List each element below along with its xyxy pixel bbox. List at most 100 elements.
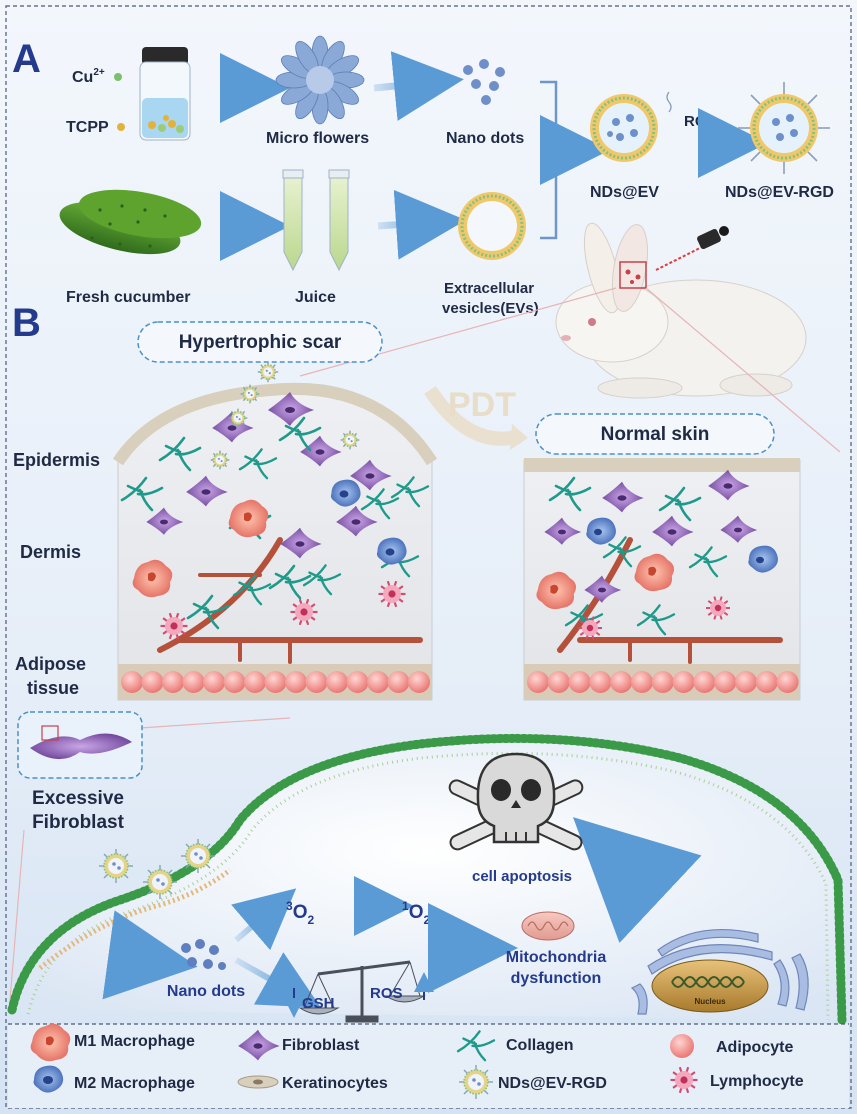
arrow-uptake bbox=[102, 910, 198, 1000]
adipocyte-legend-icon bbox=[670, 1034, 694, 1058]
arrow-juice-to-ev bbox=[377, 189, 466, 260]
nds-ev-label: NDs@EV bbox=[590, 184, 659, 201]
adipocyte-cell bbox=[408, 671, 430, 693]
adipocyte-cell bbox=[244, 671, 266, 693]
zoom-guide-line-2 bbox=[645, 287, 841, 453]
cell-cytoplasm bbox=[12, 738, 842, 1020]
mitochondria-label-line2: dysfunction bbox=[511, 970, 602, 987]
tcpp-dot-icon bbox=[117, 123, 125, 131]
adipocyte-cell bbox=[527, 671, 549, 693]
collagen-fiber bbox=[120, 476, 164, 512]
collagen-fiber bbox=[278, 416, 322, 452]
cu-label: Cu2+ bbox=[72, 67, 105, 86]
m1-nucleus bbox=[46, 1036, 54, 1046]
nano-dots-label: Nano dots bbox=[446, 130, 524, 147]
adipocyte-cell bbox=[589, 671, 612, 693]
ev-label-line2: vesicles(EVs) bbox=[442, 300, 539, 317]
nds-ev-rgd-particle bbox=[228, 408, 248, 428]
pdt-label: PDT bbox=[448, 386, 516, 424]
legend-adipocyte-label: Adipocyte bbox=[716, 1039, 793, 1056]
adipocyte-cell bbox=[387, 671, 410, 693]
epidermis-label: Epidermis bbox=[13, 450, 100, 470]
lymphocyte-cell bbox=[160, 612, 188, 640]
collagen-fiber bbox=[564, 604, 604, 636]
collagen-fiber bbox=[268, 564, 312, 600]
fibroblast-inset-label: Fibroblast bbox=[32, 812, 125, 833]
fibroblast-nucleus bbox=[201, 489, 211, 495]
panel-b-letter: B bbox=[12, 301, 41, 345]
collagen-fiber bbox=[658, 486, 702, 522]
arrow-to-apoptosis bbox=[573, 817, 702, 944]
fibroblast-nucleus bbox=[365, 473, 375, 479]
m2-nucleus bbox=[594, 528, 602, 536]
adipocyte-cell bbox=[285, 671, 307, 693]
nds-ev-rgd-label: NDs@EV-RGD bbox=[725, 184, 834, 201]
adipose-label-line1: Adipose bbox=[15, 654, 86, 674]
m1-nucleus bbox=[148, 572, 156, 582]
rgd-label: RGD bbox=[684, 113, 718, 130]
fibroblast-nucleus bbox=[351, 519, 361, 525]
nds-ev-rgd-particle bbox=[99, 849, 133, 883]
legend-box bbox=[8, 1024, 849, 1108]
rgd-peptide-icon bbox=[666, 91, 672, 113]
pdt-arrow bbox=[424, 386, 522, 446]
fibroblast-nucleus bbox=[558, 529, 566, 535]
nds-ev-rgd-icon bbox=[738, 82, 830, 174]
arrow-to-balance bbox=[234, 952, 321, 1008]
collagen-fiber bbox=[602, 536, 642, 568]
legend-collagen-label: Collagen bbox=[506, 1037, 574, 1054]
pdt-arrowhead bbox=[510, 424, 528, 450]
legend-fibroblast-label: Fibroblast bbox=[282, 1037, 360, 1054]
fresh-cucumber-label: Fresh cucumber bbox=[66, 289, 190, 306]
nucleus-icon bbox=[651, 959, 769, 1013]
adipocyte-cell bbox=[568, 671, 591, 693]
micro-flower-icon bbox=[275, 35, 365, 125]
collagen-fiber bbox=[548, 476, 592, 512]
adipocyte-cell bbox=[693, 671, 716, 693]
gsh-label: GSH bbox=[302, 995, 335, 1012]
adipocyte-cell bbox=[651, 671, 674, 693]
m2-nucleus bbox=[43, 1076, 53, 1084]
blood-vessel-scar bbox=[157, 537, 423, 664]
nds-ev-rgd-particle bbox=[210, 450, 230, 470]
rabbit-illustration bbox=[555, 222, 807, 399]
legend-m2-label: M2 Macrophage bbox=[74, 1075, 195, 1092]
fibroblast-nucleus bbox=[667, 529, 677, 535]
legend-nds-ev-rgd-label: NDs@EV-RGD bbox=[498, 1075, 607, 1092]
fibroblast-nucleus bbox=[617, 495, 627, 501]
nds-ev-rgd-particle bbox=[143, 865, 177, 899]
cell-membrane-outer bbox=[7, 733, 847, 1025]
adipocyte-cell bbox=[610, 671, 633, 693]
nds-ev-rgd-particle bbox=[459, 1065, 493, 1099]
juice-label: Juice bbox=[295, 289, 336, 306]
m2-nucleus bbox=[339, 490, 349, 498]
mitochondria-label-line1: Mitochondria bbox=[506, 949, 607, 966]
hypertrophic-scar-label: Hypertrophic scar bbox=[179, 332, 342, 353]
singlet-oxygen-label: 1O2 bbox=[402, 899, 430, 927]
nano-dots-cluster-icon bbox=[181, 939, 226, 970]
collagen-fiber bbox=[636, 604, 676, 636]
scar-tissue-block bbox=[112, 382, 438, 701]
collagen-fiber bbox=[302, 564, 342, 596]
micro-flowers-label: Micro flowers bbox=[266, 130, 369, 147]
cu-dot-icon bbox=[114, 73, 122, 81]
collagen-fiber bbox=[232, 574, 272, 606]
ros-label: ROS bbox=[370, 985, 403, 1002]
zoom-marker-box bbox=[41, 725, 59, 741]
dermis-label: Dermis bbox=[20, 542, 81, 562]
fibroblast-nucleus bbox=[723, 483, 733, 489]
nds-ev-rgd-particle bbox=[340, 430, 360, 450]
lymphocyte-cell bbox=[378, 580, 406, 608]
cucumber-icon bbox=[59, 189, 202, 255]
zoom-guide-line-3 bbox=[139, 717, 291, 729]
adipocyte-cell bbox=[367, 671, 389, 693]
nds-ev-rgd-particle bbox=[240, 384, 260, 404]
normal-skin-label: Normal skin bbox=[601, 424, 710, 445]
m2-nucleus bbox=[756, 556, 764, 564]
collagen-fiber bbox=[360, 488, 400, 520]
fibroblast-nucleus bbox=[315, 449, 325, 455]
fibroblast-nucleus bbox=[598, 587, 606, 593]
golgi-er-icon bbox=[630, 929, 809, 1015]
nano-dots-icon bbox=[463, 59, 505, 105]
